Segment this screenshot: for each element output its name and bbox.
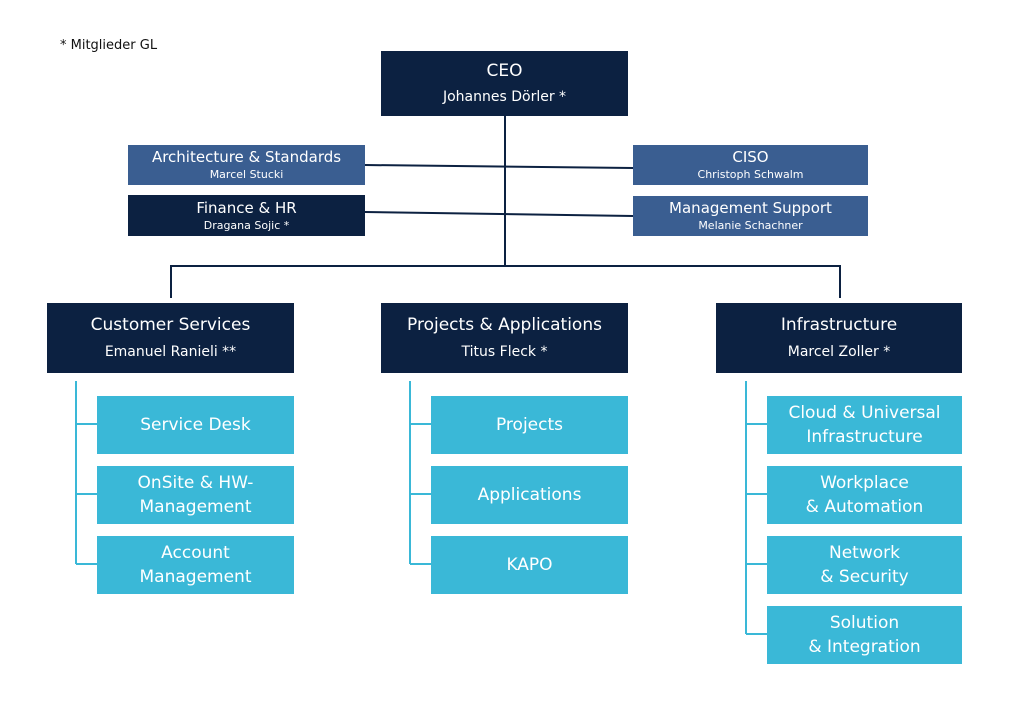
division-title: Infrastructure xyxy=(780,315,898,336)
staff-title: Finance & HR xyxy=(196,198,297,217)
ceo-box: CEO Johannes Dörler * xyxy=(381,51,628,116)
ciso-box: CISO Christoph Schwalm xyxy=(633,145,868,185)
unit-label: KAPO xyxy=(506,555,553,575)
division-title: Customer Services xyxy=(90,315,251,336)
staff-name: Marcel Stucki xyxy=(209,168,284,182)
staff-name: Christoph Schwalm xyxy=(697,168,804,182)
division-head-name: Titus Fleck * xyxy=(461,343,548,360)
unit-cloud-universal-infrastructure: Cloud & Universal Infrastructure xyxy=(767,396,962,454)
management-support-box: Management Support Melanie Schachner xyxy=(633,196,868,236)
unit-label: Workplace & Automation xyxy=(805,473,924,517)
projects-applications-box: Projects & Applications Titus Fleck * xyxy=(381,303,628,373)
division-head-name: Marcel Zoller * xyxy=(787,343,891,360)
unit-label: Solution & Integration xyxy=(808,613,921,657)
unit-account-management: Account Management xyxy=(97,536,294,594)
customer-services-box: Customer Services Emanuel Ranieli ** xyxy=(47,303,294,373)
unit-label: OnSite & HW- Management xyxy=(137,473,254,517)
staff-name: Melanie Schachner xyxy=(698,219,803,233)
staff-name: Dragana Sojic * xyxy=(203,218,290,232)
unit-solution-integration: Solution & Integration xyxy=(767,606,962,664)
division-head-name: Emanuel Ranieli ** xyxy=(104,343,237,360)
unit-service-desk: Service Desk xyxy=(97,396,294,454)
architecture-standards-box: Architecture & Standards Marcel Stucki xyxy=(128,145,365,185)
unit-label: Cloud & Universal Infrastructure xyxy=(788,403,941,447)
legend-note: * Mitglieder GL xyxy=(60,38,158,53)
staff-title: Management Support xyxy=(669,199,832,218)
ceo-title: CEO xyxy=(486,60,523,81)
infrastructure-box: Infrastructure Marcel Zoller * xyxy=(716,303,962,373)
staff-title: CISO xyxy=(732,148,769,167)
unit-network-security: Network & Security xyxy=(767,536,962,594)
unit-label: Network & Security xyxy=(820,543,909,587)
unit-applications: Applications xyxy=(431,466,628,524)
finance-hr-box: Finance & HR Dragana Sojic * xyxy=(128,195,365,236)
ceo-name: Johannes Dörler * xyxy=(442,89,567,106)
unit-kapo: KAPO xyxy=(431,536,628,594)
unit-label: Projects xyxy=(495,415,564,435)
unit-label: Service Desk xyxy=(140,415,251,435)
division-title: Projects & Applications xyxy=(407,315,602,336)
unit-workplace-automation: Workplace & Automation xyxy=(767,466,962,524)
unit-label: Applications xyxy=(477,485,582,505)
unit-projects: Projects xyxy=(431,396,628,454)
unit-onsite-hw-management: OnSite & HW- Management xyxy=(97,466,294,524)
staff-title: Architecture & Standards xyxy=(151,148,342,167)
unit-label: Account Management xyxy=(139,543,252,587)
